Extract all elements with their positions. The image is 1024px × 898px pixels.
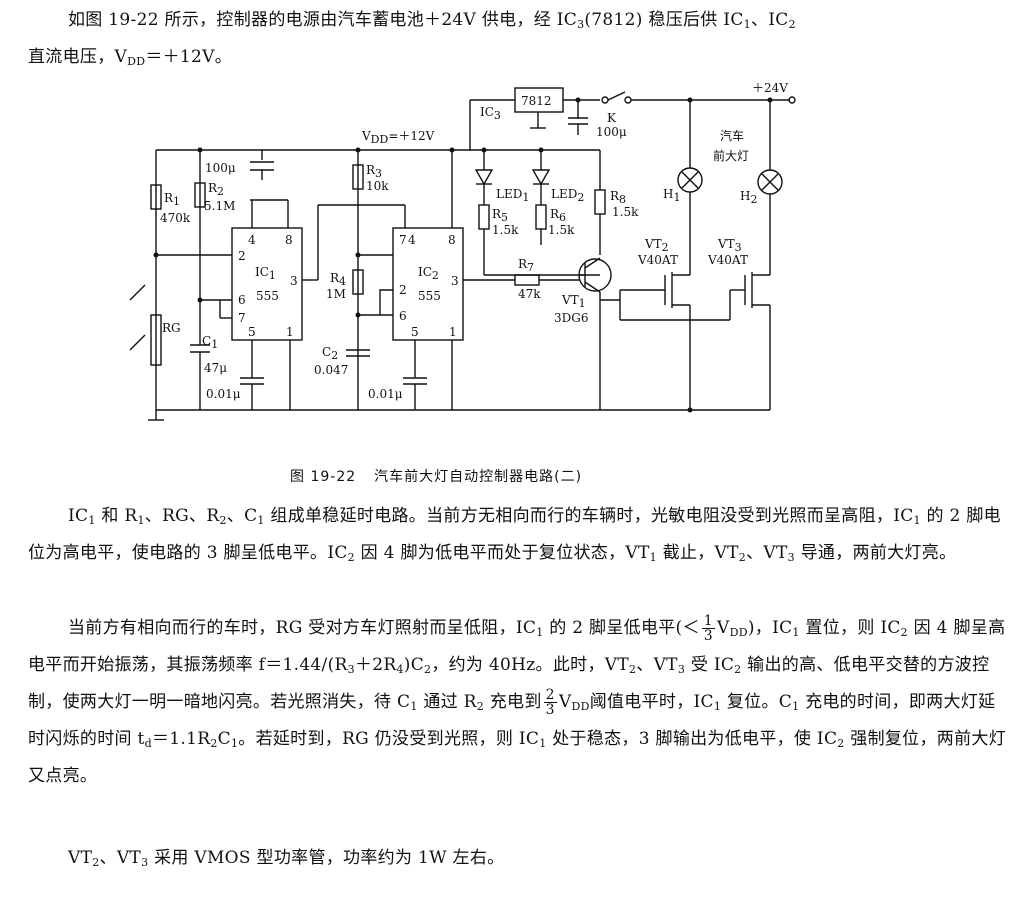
label-r8-val: 1.5k: [612, 205, 639, 219]
label-r8: R8: [610, 189, 626, 206]
label-r1: R1: [164, 191, 180, 208]
label-r2: R2: [208, 181, 224, 198]
label-r1-val: 470k: [160, 211, 191, 225]
figure-number: 图 19-22: [290, 469, 357, 485]
label-r7: R7: [518, 257, 534, 274]
label-led1: LED1: [496, 187, 529, 204]
label-vt2-type: V40AT: [637, 253, 678, 267]
label-vt2: VT2: [644, 237, 669, 254]
ic1-pin1: 1: [286, 325, 294, 339]
label-c1: C1: [202, 334, 218, 351]
label-r6: R6: [550, 207, 566, 224]
circuit-diagram: VDD=＋12V ＋24V 7812 IC3 K 100μ 100μ 汽车 前大…: [129, 81, 796, 421]
label-led2: LED2: [551, 187, 584, 204]
label-cap-100u-right: 100μ: [596, 125, 627, 139]
label-cap-100u-left: 100μ: [205, 161, 236, 175]
label-c2: C2: [322, 345, 338, 362]
paragraph-1: IC1 和 R1、RG、R2、C1 组成单稳延时电路。当前方无相向而行的车辆时，…: [28, 506, 1001, 564]
paragraph-3: VT2、VT3 采用 VMOS 型功率管，功率约为 1W 左右。: [68, 848, 505, 869]
ic2-pin8: 8: [448, 233, 456, 247]
label-r4: R4: [330, 271, 346, 288]
label-vt3: VT3: [717, 237, 742, 254]
label-r5: R5: [492, 207, 508, 224]
figure-title: 汽车前大灯自动控制器电路(二): [374, 469, 583, 485]
label-vt1: VT1: [561, 293, 586, 310]
label-r7-val: 47k: [518, 287, 541, 301]
label-r4-val: 1M: [326, 287, 346, 301]
ic1-pin6: 6: [238, 293, 246, 307]
label-ic1-chip: 555: [256, 289, 279, 303]
label-h1: H1: [663, 187, 680, 204]
ic1-pin2: 2: [238, 249, 246, 263]
label-7812: 7812: [521, 94, 552, 108]
ic2-pin7: 7: [399, 233, 407, 247]
ic2-pin3: 3: [451, 274, 459, 288]
label-h2: H2: [740, 189, 757, 206]
label-headlight-2: 前大灯: [713, 148, 749, 163]
label-ic1: IC1: [255, 265, 276, 282]
label-rg: RG: [162, 321, 181, 335]
figure-caption: 图 19-22 汽车前大灯自动控制器电路(二): [290, 466, 600, 486]
label-vdd: VDD=＋12V: [361, 129, 435, 146]
label-c1-val: 47μ: [204, 361, 227, 375]
label-c-ic2: 0.01μ: [368, 387, 403, 401]
ic1-pin4: 4: [248, 233, 256, 247]
label-r3: R3: [366, 163, 382, 180]
label-c-ic1: 0.01μ: [206, 387, 241, 401]
label-ic2: IC2: [418, 265, 439, 282]
ic1-pin7: 7: [238, 311, 246, 325]
label-ic3: IC3: [480, 105, 501, 122]
label-k: K: [607, 111, 617, 125]
ic1-pin3: 3: [290, 274, 298, 288]
label-vt1-type: 3DG6: [554, 311, 588, 325]
ic2-pin5: 5: [411, 325, 419, 339]
ic1-pin8: 8: [285, 233, 293, 247]
label-r2-val: 5.1M: [204, 199, 235, 213]
paragraph-2: 当前方有相向而行的车时，RG 受对方车灯照射而呈低阻，IC1 的 2 脚呈低电平…: [28, 613, 1006, 786]
intro-paragraph: 如图 19-22 所示，控制器的电源由汽车蓄电池＋24V 供电，经 IC3(78…: [28, 10, 796, 68]
ic2-pin1: 1: [449, 325, 457, 339]
ic2-pin6: 6: [399, 309, 407, 323]
label-r6-val: 1.5k: [548, 223, 575, 237]
ic1-pin5: 5: [248, 325, 256, 339]
label-plus24v: ＋24V: [752, 81, 788, 95]
label-ic2-chip: 555: [418, 289, 441, 303]
label-c2-val: 0.047: [314, 363, 348, 377]
label-r3-val: 10k: [366, 179, 389, 193]
label-vt3-type: V40AT: [707, 253, 748, 267]
ic2-pin2: 2: [399, 283, 407, 297]
ic2-pin4: 4: [408, 233, 416, 247]
label-headlight: 汽车: [720, 128, 744, 143]
label-r5-val: 1.5k: [492, 223, 519, 237]
